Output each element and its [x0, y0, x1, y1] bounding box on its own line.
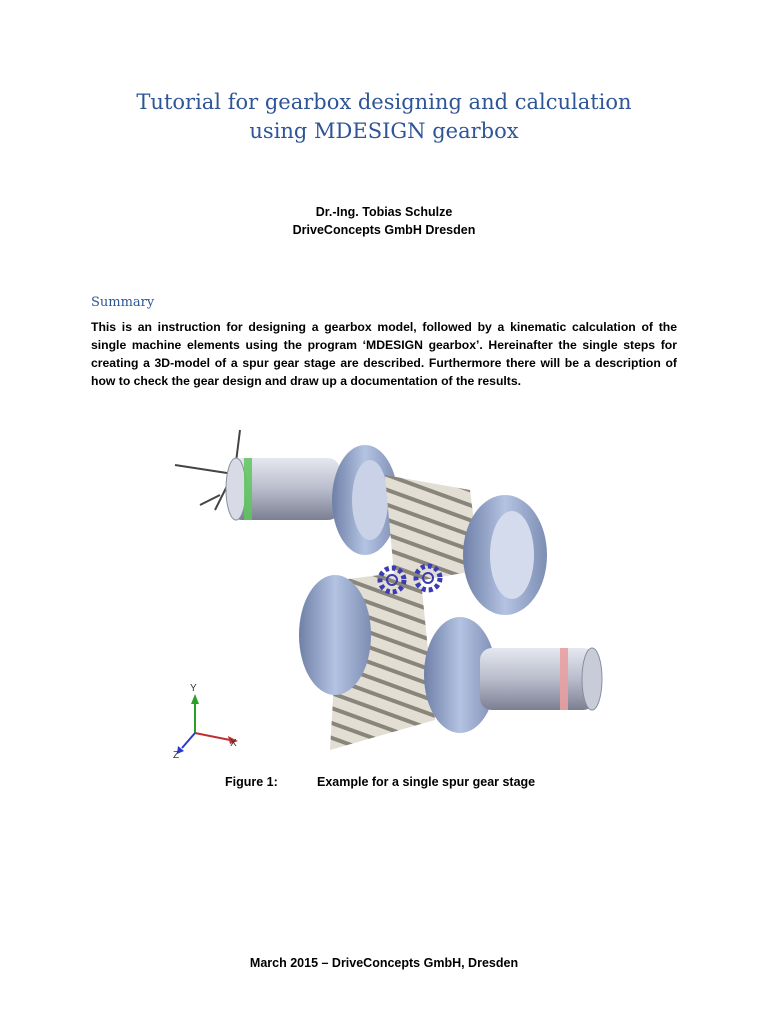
upper-gear — [385, 475, 480, 585]
gearbox-illustration: Y X Z — [173, 429, 603, 761]
page-footer: March 2015 – DriveConcepts GmbH, Dresden — [249, 956, 519, 970]
caption-text: Example for a single spur gear stage — [317, 775, 536, 789]
axis-triad: Y X Z — [173, 683, 238, 761]
red-marker — [560, 648, 568, 710]
title-line-1: Tutorial for gearbox designing and calcu… — [136, 90, 632, 114]
caption-label: Figure 1: — [225, 775, 278, 789]
author-name: Dr.-Ing. Tobias Schulze — [315, 205, 453, 219]
author-company: DriveConcepts GmbH Dresden — [292, 223, 476, 237]
axis-z-label: Z — [173, 750, 179, 761]
summary-text: This is an instruction for designing a g… — [91, 320, 677, 388]
document-title: Tutorial for gearbox designing and calcu… — [0, 88, 768, 146]
summary-heading: Summary — [91, 295, 155, 310]
axis-x-label: X — [230, 738, 237, 749]
title-line-2: using MDESIGN gearbox — [249, 119, 519, 143]
green-marker — [244, 458, 252, 520]
upper-shaft — [174, 429, 340, 521]
author-block: Dr.-Ing. Tobias Schulze DriveConcepts Gm… — [0, 203, 768, 239]
gearbox-figure: Y X Z — [160, 420, 610, 765]
gear-pair-symbol — [377, 563, 443, 595]
figure-caption: Figure 1: Example for a single spur gear … — [225, 775, 535, 789]
lower-shaft — [480, 647, 603, 711]
bearing-lower-left — [299, 575, 371, 695]
axis-y-label: Y — [190, 683, 197, 694]
bearing-lower-right — [424, 617, 496, 733]
